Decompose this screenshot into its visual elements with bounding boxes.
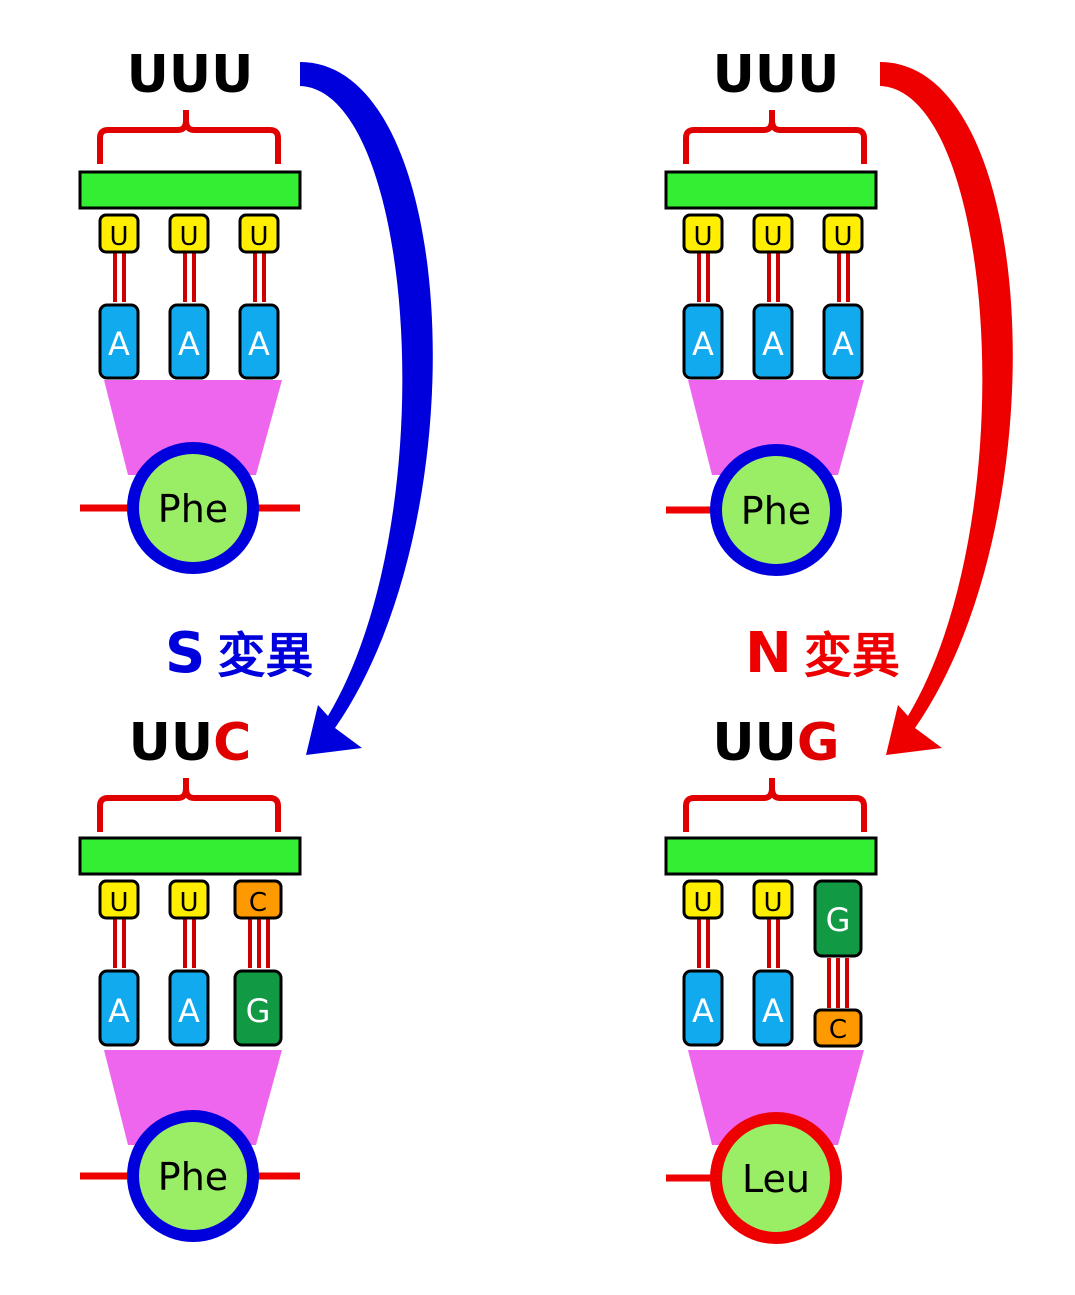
anticodon-base: A — [98, 303, 140, 380]
svg-text:U: U — [109, 222, 128, 252]
mrna-base-mutated: G — [813, 879, 863, 958]
mrna-strand — [664, 170, 878, 210]
trna-body — [688, 380, 864, 475]
svg-text:U: U — [693, 888, 712, 918]
codon-bracket — [97, 110, 281, 164]
svg-text:A: A — [178, 325, 200, 363]
svg-text:A: A — [108, 325, 130, 363]
mrna-base: U — [98, 879, 140, 920]
svg-text:A: A — [178, 992, 200, 1030]
panel-n-before: UUU U U U A A A Phe — [664, 45, 878, 576]
n-mutation-arrow — [880, 62, 1013, 755]
svg-text:U: U — [249, 222, 268, 252]
panel-s-after: UUC U U C A A G Phe — [78, 713, 302, 1242]
svg-text:A: A — [692, 325, 714, 363]
amino-acid-label: Phe — [158, 1155, 228, 1199]
svg-text:A: A — [762, 992, 784, 1030]
mrna-strand — [78, 170, 302, 210]
anticodon-base: A — [822, 303, 864, 380]
amino-acid-label: Phe — [158, 487, 228, 531]
hydrogen-bonds — [113, 918, 270, 968]
anticodon-base: A — [168, 969, 210, 1047]
svg-text:U: U — [833, 222, 852, 252]
mrna-base-mutated: C — [233, 879, 283, 920]
codon-label: UUC — [129, 713, 252, 773]
mrna-base: U — [822, 213, 864, 254]
hydrogen-bonds — [113, 252, 266, 302]
anticodon-base: A — [752, 969, 794, 1047]
svg-text:C: C — [829, 1015, 847, 1045]
mrna-base: U — [682, 213, 724, 254]
mrna-base: U — [98, 213, 140, 254]
amino-acid-label: Phe — [741, 489, 811, 533]
svg-text:A: A — [832, 325, 854, 363]
codon-bracket — [97, 778, 281, 832]
svg-text:U: U — [179, 222, 198, 252]
svg-text:U: U — [693, 222, 712, 252]
hydrogen-bonds — [697, 252, 850, 302]
panel-s-before: UUU U U U A A A Phe — [78, 45, 302, 574]
codon-label: UUG — [712, 713, 839, 773]
mrna-strand — [664, 836, 878, 876]
svg-text:U: U — [179, 888, 198, 918]
svg-text:U: U — [763, 222, 782, 252]
codon-bracket — [683, 778, 867, 832]
amino-acid-label: Leu — [742, 1157, 810, 1201]
anticodon-base: A — [168, 303, 210, 380]
anticodon-base: A — [682, 303, 724, 380]
svg-text:A: A — [692, 992, 714, 1030]
s-mutation-arrow — [300, 62, 433, 755]
anticodon-base-mutated: C — [813, 1008, 863, 1048]
svg-text:C: C — [249, 888, 267, 918]
mrna-base: U — [168, 879, 210, 920]
svg-text:A: A — [762, 325, 784, 363]
mrna-base: U — [168, 213, 210, 254]
amino-acid-circle — [710, 1112, 842, 1244]
svg-text:G: G — [826, 901, 851, 939]
mrna-base: U — [238, 213, 280, 254]
svg-text:U: U — [109, 888, 128, 918]
mrna-base: U — [752, 213, 794, 254]
hydrogen-bonds — [697, 918, 849, 1008]
anticodon-base-mutated: G — [233, 969, 283, 1047]
anticodon-base: A — [238, 303, 280, 380]
anticodon-base: A — [682, 969, 724, 1047]
svg-text:A: A — [248, 325, 270, 363]
svg-text:A: A — [108, 992, 130, 1030]
codon-label: UUU — [713, 45, 840, 105]
codon-bracket — [683, 110, 867, 164]
panel-n-after: UUG U U G A A C Leu — [664, 713, 878, 1244]
trna-body — [104, 1050, 282, 1145]
trna-body — [104, 380, 282, 475]
amino-acid-circle — [710, 444, 842, 576]
codon-label: UUU — [127, 45, 254, 105]
mrna-strand — [78, 836, 302, 876]
svg-text:G: G — [246, 992, 271, 1030]
trna-body — [688, 1050, 864, 1145]
anticodon-base: A — [98, 969, 140, 1047]
anticodon-base: A — [752, 303, 794, 380]
svg-text:U: U — [763, 888, 782, 918]
mrna-base: U — [752, 879, 794, 920]
mrna-base: U — [682, 879, 724, 920]
amino-acid-circle — [127, 442, 259, 574]
amino-acid-circle — [127, 1110, 259, 1242]
